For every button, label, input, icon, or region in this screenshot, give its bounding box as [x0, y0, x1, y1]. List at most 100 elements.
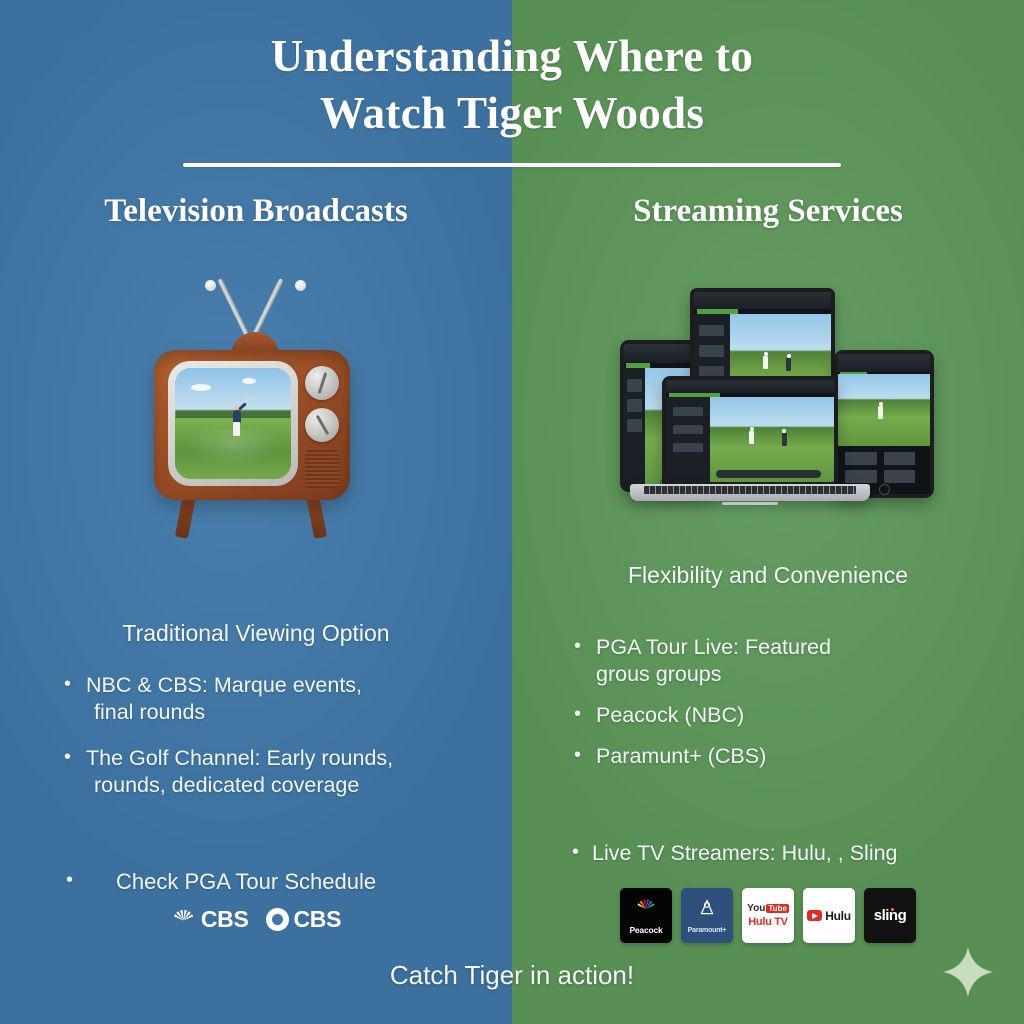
play-icon: [807, 910, 823, 921]
peacock-label: Peacock: [629, 925, 663, 935]
left-subheading: Traditional Viewing Option: [122, 620, 390, 646]
youtube-wordmark: You Tube: [747, 903, 789, 914]
youtube-hulu-tv-tile[interactable]: You Tube Hulu TV: [742, 888, 794, 943]
nbc-logo: CBS: [171, 906, 249, 933]
laptop-keyboard-base: [630, 484, 870, 505]
golfer-head: [234, 405, 240, 411]
bullet-line-2: final rounds: [94, 700, 206, 724]
video-scrubber-bar[interactable]: [716, 469, 821, 478]
header: Understanding Where to Watch Tiger Woods: [0, 0, 1024, 167]
app-accent-bar: [696, 308, 738, 314]
video-player-figure: [786, 353, 792, 371]
screen-cloud: [242, 377, 257, 384]
sling-dot-accent: [890, 908, 894, 911]
live-tv-streamers-item: Live TV Streamers: Hulu, , Sling: [566, 839, 1016, 867]
broadcast-logo-row: CBS CBS: [0, 906, 512, 933]
app-thumbnail: [845, 452, 877, 465]
golfer-legs: [233, 421, 241, 436]
youtube-you-text: You: [747, 903, 766, 914]
paramount-plus-tile[interactable]: Paramount+: [681, 888, 733, 943]
cbs-logo: CBS: [265, 906, 342, 933]
app-thumbnail: [627, 418, 643, 432]
tv-cabinet: [154, 350, 350, 500]
app-thumbnail: [699, 345, 725, 357]
hulu-tv-label: Hulu TV: [748, 916, 788, 928]
paramount-mountain-icon: [696, 898, 718, 925]
title-line-2: Watch Tiger Woods: [319, 88, 705, 138]
screen-fairway: [175, 417, 291, 479]
sling-label-wrap: sling: [874, 907, 907, 924]
sparkle-star-icon: [941, 945, 995, 999]
laptop-keyboard: [644, 486, 856, 494]
video-player-figure: [749, 427, 755, 445]
streaming-devices-illustration: [606, 288, 936, 516]
tv-antenna-tip-right: [295, 280, 306, 291]
list-item: Paramunt+ (CBS): [566, 742, 996, 770]
peacock-tile[interactable]: Peacock: [620, 888, 672, 943]
app-topbar: [666, 380, 834, 394]
check-pga-tour-schedule-item[interactable]: Check PGA Tour Schedule: [56, 867, 486, 895]
page-title: Understanding Where to Watch Tiger Woods: [0, 0, 1024, 142]
tv-knob-upper: [305, 366, 339, 400]
sling-tile[interactable]: sling: [864, 888, 916, 943]
tv-leg-left: [174, 493, 197, 539]
tablet-right-screen: [838, 354, 930, 494]
live-tv-streamers-list: Live TV Streamers: Hulu, , Sling: [566, 839, 1016, 867]
app-thumbnail: [672, 406, 703, 416]
tv-bezel: [168, 361, 298, 486]
peacock-icon: [635, 896, 657, 923]
app-accent-bar: [669, 393, 720, 398]
left-column-heading: Television Broadcasts: [104, 193, 408, 229]
cbs-eye-icon: [265, 908, 289, 931]
left-panel-background: [0, 0, 512, 1024]
hulu-lockup: Hulu: [807, 909, 851, 923]
bullet-line-1: PGA Tour Live: Featured: [596, 635, 832, 659]
youtube-tube-badge: Tube: [766, 904, 789, 913]
nbc-logo-word: CBS: [200, 906, 249, 932]
tv-antenna-tip-left: [205, 280, 216, 291]
app-thumbnail: [627, 378, 643, 392]
screen-sky: [175, 368, 291, 418]
right-subheading: Flexibility and Convenience: [628, 562, 908, 588]
tv-leg-right: [305, 493, 328, 539]
device-home-button: [878, 484, 890, 495]
left-bullet-list: NBC & CBS: Marque events, final rounds T…: [56, 671, 486, 799]
list-item: Peacock (NBC): [566, 701, 996, 729]
app-topbar: [624, 344, 706, 363]
bullet-line-1: The Golf Channel: Early rounds,: [86, 746, 394, 770]
screen-cloud: [191, 383, 212, 391]
app-accent-bar: [625, 362, 651, 369]
app-thumbnail: [699, 325, 725, 337]
bullet-line-2: rounds, dedicated coverage: [94, 773, 360, 797]
streaming-logo-row: Peacock Paramount+ You Tube Hulu TV Hulu…: [512, 888, 1024, 943]
app-thumbnail: [845, 470, 877, 483]
golfer-torso: [232, 409, 241, 423]
right-column-heading: Streaming Services: [633, 193, 903, 229]
app-topbar: [838, 354, 930, 373]
tv-screen: [175, 368, 291, 479]
laptop-trackpad: [722, 502, 778, 505]
laptop-screen: [662, 376, 838, 486]
video-player-figure: [781, 428, 787, 446]
app-thumbnail: [672, 424, 703, 435]
sling-label: sling: [873, 907, 907, 924]
bullet-line-2: grous groups: [596, 662, 722, 686]
app-topbar: [694, 292, 831, 309]
title-line-1: Understanding Where to: [270, 31, 754, 81]
app-thumbnail: [672, 443, 703, 453]
video-player-figure: [878, 401, 884, 419]
video-player-figure: [763, 351, 769, 369]
list-item: NBC & CBS: Marque events, final rounds: [56, 671, 486, 726]
bullet-line-1: NBC & CBS: Marque events,: [86, 673, 363, 697]
right-bullet-list: PGA Tour Live: Featured grous groups Pea…: [566, 633, 996, 770]
app-thumbnail: [699, 365, 725, 378]
hulu-tile[interactable]: Hulu: [803, 888, 855, 943]
cbs-logo-word: CBS: [293, 906, 342, 932]
footer: Catch Tiger in action!: [0, 960, 1024, 991]
retro-television-illustration: [146, 272, 366, 557]
footer-cta-text: Catch Tiger in action!: [389, 960, 635, 990]
title-divider-rule: [183, 163, 841, 167]
laptop-app-screen: [666, 380, 834, 482]
tablet-right: [834, 350, 934, 498]
app-thumbnail: [884, 452, 916, 465]
